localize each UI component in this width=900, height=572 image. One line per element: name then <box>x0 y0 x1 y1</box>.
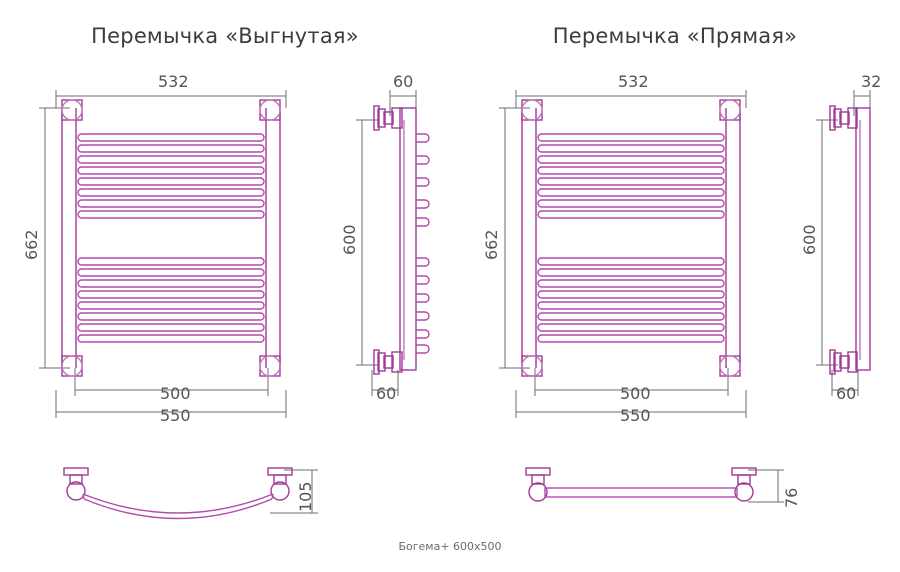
dim-right-top-view-offset: 76 <box>782 487 801 508</box>
wall-bracket-bottom <box>829 349 858 375</box>
dim-left-side-height: 600 <box>340 224 359 255</box>
fitting-top-left <box>61 99 83 121</box>
right-dimension-lines <box>499 90 871 418</box>
dim-left-front-height: 662 <box>22 229 41 260</box>
title-right: Перемычка «Прямая» <box>552 24 798 48</box>
title-left: Перемычка «Выгнутая» <box>91 24 359 48</box>
dim-right-side-depth-bottom: 60 <box>836 384 857 403</box>
left-front-view <box>61 99 281 377</box>
left-dimension-lines <box>39 90 417 418</box>
dim-left-side-depth-bottom: 60 <box>376 384 397 403</box>
bars-top-group <box>77 133 265 219</box>
wall-bracket-bottom <box>373 349 403 375</box>
dim-right-front-width-inner: 500 <box>620 384 651 403</box>
bars-top-group <box>537 133 725 219</box>
dim-left-front-width-mid: 550 <box>160 406 191 425</box>
fitting-bottom-left <box>61 355 83 377</box>
dim-right-side-height: 600 <box>800 224 819 255</box>
left-top-view-dimension <box>270 469 318 514</box>
dim-right-front-height: 662 <box>482 229 501 260</box>
dim-left-front-width-inner: 500 <box>160 384 191 403</box>
left-assembly-drawing <box>39 90 430 418</box>
bar-ends-top <box>416 133 430 227</box>
dim-left-side-depth-top: 60 <box>393 72 414 91</box>
dim-left-top-view-offset: 105 <box>296 481 315 512</box>
dim-right-front-width-mid: 550 <box>620 406 651 425</box>
wall-bracket-top <box>373 105 403 131</box>
fitting-bottom-right <box>259 355 281 377</box>
right-top-view-drawing <box>525 467 784 503</box>
right-top-view-straight-bar <box>525 467 757 502</box>
dim-right-side-depth-top: 32 <box>861 72 882 91</box>
left-side-view <box>373 105 430 375</box>
left-top-view-drawing <box>63 467 318 520</box>
drawing-caption: Богема+ 600x500 <box>398 540 502 553</box>
wall-bracket-top <box>829 105 858 131</box>
fitting-bottom-left <box>521 355 543 377</box>
fitting-top-right <box>719 99 741 121</box>
bar-ends-bottom <box>416 257 430 354</box>
fitting-bottom-right <box>719 355 741 377</box>
fitting-top-right <box>259 99 281 121</box>
bars-bottom-group <box>77 257 265 343</box>
right-assembly-drawing <box>499 90 871 418</box>
dim-right-front-width-outer: 532 <box>618 72 649 91</box>
dim-left-front-width-outer: 532 <box>158 72 189 91</box>
left-top-view-curved-bar <box>63 467 293 520</box>
bars-bottom-group <box>537 257 725 343</box>
fitting-top-left <box>521 99 543 121</box>
right-front-view <box>521 99 741 377</box>
right-side-view <box>829 105 871 375</box>
right-top-view-dimension <box>748 469 784 503</box>
